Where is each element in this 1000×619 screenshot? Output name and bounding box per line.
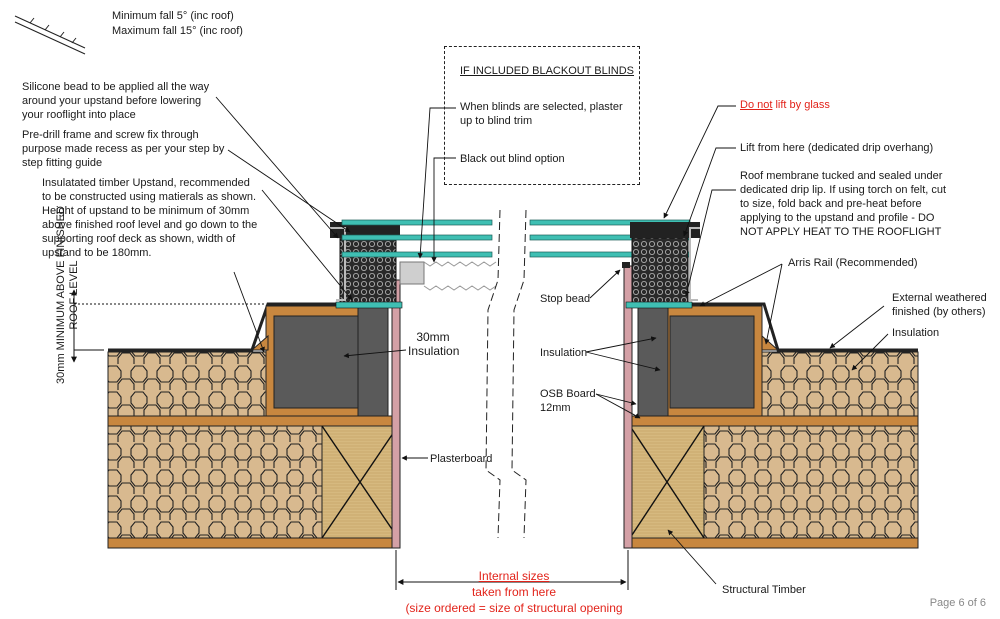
external-finish-note: External weathered finished (by others) [892,292,987,318]
silicone-note: Silicone bead to be applied all the way … [22,81,210,121]
left-plasterboard [391,279,401,549]
lift-here-note: Lift from here (dedicated drip overhang) [740,142,934,154]
right-roof-insulation [761,351,919,417]
glazing-panes [341,219,691,258]
upstand-height-label: 30mm MINIMUM ABOVE FINISHED ROOF LEVEL [55,206,80,384]
insulation-mid-note: Insulation [540,347,588,359]
left-roof-build-up [107,222,497,549]
stop-bead [622,262,630,268]
left-roof-insulation [107,351,269,417]
predrill-note: Pre-drill frame and screw fix through pu… [22,129,225,169]
blinds-plaster-note: When blinds are selected, plaster up to … [460,101,623,127]
insulation-right-note: Insulation [892,327,940,339]
internal-size-dimension [395,550,629,590]
right-30mm-insulation [637,305,669,417]
right-roof-build-up [622,222,919,549]
right-lower-insulation [703,425,919,539]
plasterboard-note: Plasterboard [430,453,493,465]
page-number: Page 6 of 6 [929,597,986,609]
blind-trim [399,261,425,285]
left-30mm-insulation [357,305,389,417]
stop-bead-note: Stop bead [540,293,591,305]
osb-note: OSB Board 12mm [540,388,596,414]
do-not-text: Do not [740,99,773,111]
leader-lines [215,96,889,585]
left-ceiling-board [107,537,399,549]
insulation-30mm-note: 30mm Insulation [408,330,460,358]
blinds-box [444,46,640,185]
right-deck-osb [627,415,919,427]
internal-line3: (size ordered = size of structural openi… [405,601,623,615]
fall-max-note: Maximum fall 15° (inc roof) [112,25,243,37]
right-frame-core [631,237,689,305]
internal-size-note: Internal sizes taken from here (size ord… [380,568,648,616]
internal-line1: Internal sizes [478,569,550,583]
arris-rail-note: Arris Rail (Recommended) [788,257,918,269]
membrane-note: Roof membrane tucked and sealed under de… [740,170,947,238]
left-deck-osb [107,415,399,427]
upstand-height-dimension [71,289,264,363]
lift-glass-text: lift by glass [775,99,830,111]
structural-timber-note: Structural Timber [722,584,806,596]
fall-angle-icon [14,15,86,55]
blinds-option-note: Black out blind option [460,153,565,165]
lift-warning: Do not lift by glass [740,98,830,112]
left-lower-insulation [107,425,323,539]
blinds-title: IF INCLUDED BLACKOUT BLINDS [460,65,635,77]
break-lines [485,209,527,539]
fall-min-note: Minimum fall 5° (inc roof) [112,10,234,22]
right-ceiling-board [627,537,919,549]
left-frame-core [339,237,397,305]
internal-line2: taken from here [471,585,557,599]
upstand-note: Insulatated timber Upstand, recommended … [42,177,258,259]
